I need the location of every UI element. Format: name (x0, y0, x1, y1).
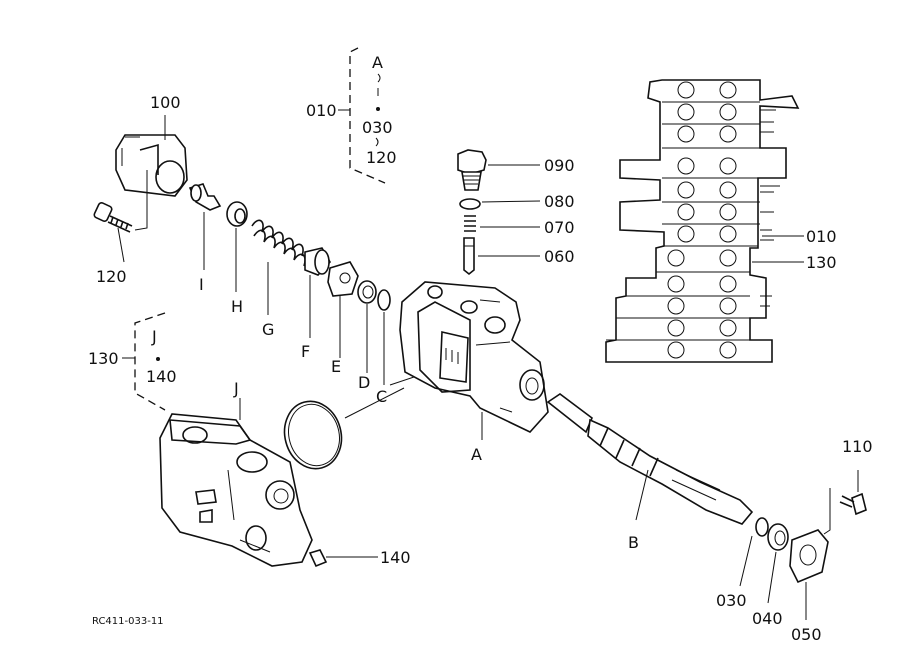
callout-E: E (331, 357, 341, 376)
part-B-spool: B (546, 393, 754, 552)
part-100-cap: 100 (115, 93, 188, 231)
part-090-plug: 090 (457, 149, 575, 191)
group-010-bracket: 010 A 030 120 (306, 47, 397, 184)
group-010-range-start: A (372, 53, 383, 72)
callout-060: 060 (544, 247, 575, 266)
callout-100: 100 (150, 93, 181, 112)
part-G-spring: G (251, 219, 306, 339)
callout-G: G (262, 320, 274, 339)
callout-I: I (199, 275, 204, 294)
callout-D: D (358, 373, 370, 392)
part-A-valve-body: A (399, 281, 549, 464)
callout-110: 110 (842, 437, 873, 456)
callout-C: C (376, 387, 387, 406)
part-080-ring: 080 (459, 192, 575, 211)
callout-080: 080 (544, 192, 575, 211)
part-060-poppet: 060 (463, 237, 575, 276)
part-F: F (301, 247, 331, 361)
assembly-label-130: 130 (806, 253, 837, 272)
callout-F: F (301, 342, 310, 361)
part-I: I (188, 183, 222, 294)
part-120-screw: 120 (93, 201, 133, 286)
part-H: H (226, 201, 248, 316)
group-010-range-end: 120 (366, 148, 397, 167)
part-D: D (357, 280, 377, 392)
callout-A: A (471, 445, 482, 464)
part-140-plug: 140 (308, 548, 411, 568)
group-010-range-mid: 030 (362, 118, 393, 137)
part-C-oring: C (344, 289, 421, 419)
callout-140: 140 (380, 548, 411, 567)
callout-030: 030 (716, 591, 747, 610)
callout-B: B (628, 533, 639, 552)
part-110-bolt: 110 (823, 437, 873, 535)
large-oring (283, 400, 343, 470)
callout-120: 120 (96, 267, 127, 286)
group-130-range-start: J (151, 327, 157, 346)
part-040-washer: 040 (752, 523, 789, 628)
callout-H: H (231, 297, 243, 316)
group-010-label: 010 (306, 101, 337, 120)
part-030-oring: 030 (716, 517, 769, 610)
assembly-holes (667, 81, 737, 359)
assembly-view: 010 130 (605, 79, 837, 363)
callout-J: J (233, 379, 239, 398)
part-E: E (327, 261, 359, 376)
assembly-label-010: 010 (806, 227, 837, 246)
group-130-bracket: 130 J 140 (88, 312, 177, 411)
part-050-cover: 050 (789, 529, 829, 644)
callout-070: 070 (544, 218, 575, 237)
callout-090: 090 (544, 156, 575, 175)
part-J-body: J (159, 379, 313, 567)
group-130-range-end: 140 (146, 367, 177, 386)
callout-040: 040 (752, 609, 783, 628)
callout-050: 050 (791, 625, 822, 644)
group-130-label: 130 (88, 349, 119, 368)
reference-code: RC411-033-11 (92, 616, 164, 627)
part-070-spring: 070 (464, 215, 575, 237)
